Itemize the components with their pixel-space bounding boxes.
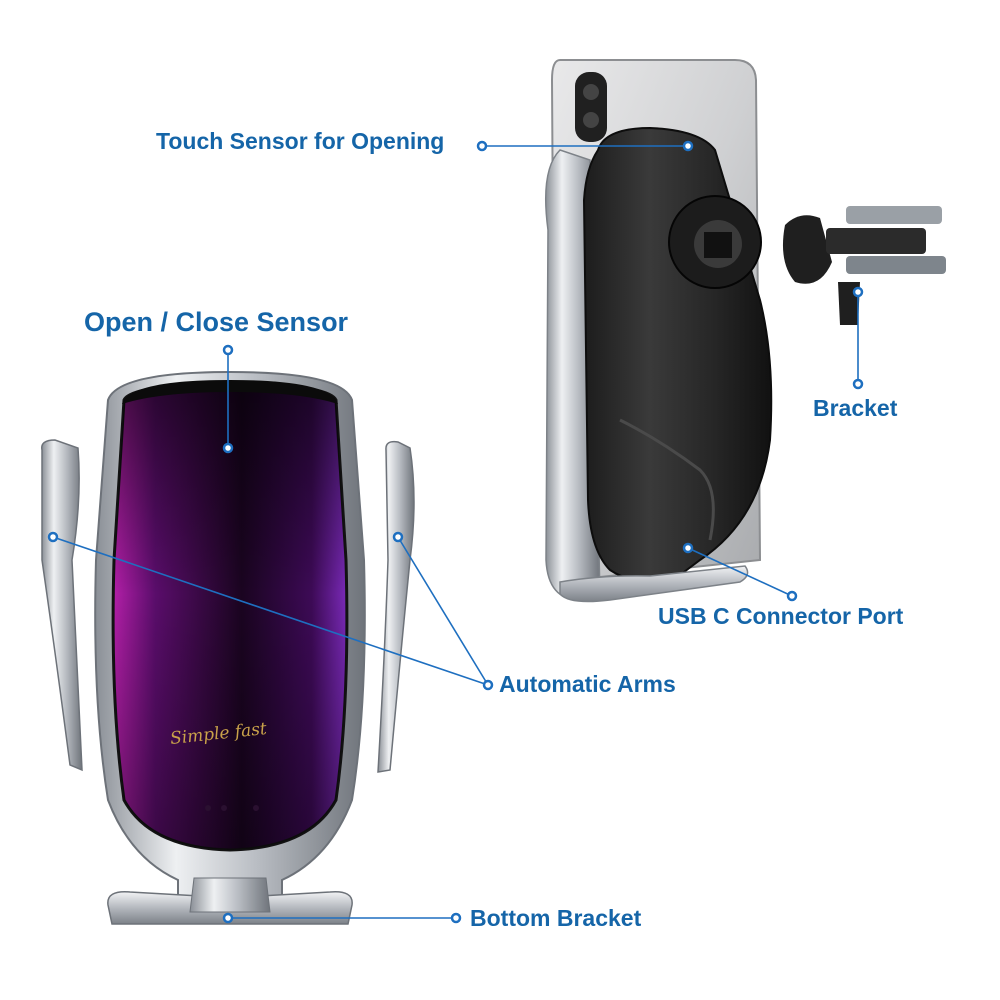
leader-arms-left bbox=[52, 536, 489, 686]
label-touch-sensor: Touch Sensor for Opening bbox=[156, 128, 445, 154]
left-product-image bbox=[41, 370, 415, 925]
marker-open-close-top bbox=[222, 344, 234, 356]
marker-bottom-left bbox=[222, 912, 234, 924]
right-product-image bbox=[544, 59, 946, 603]
left-automatic-arm bbox=[41, 439, 83, 772]
right-automatic-arm bbox=[377, 440, 415, 773]
detached-vent-bracket bbox=[782, 206, 946, 325]
marker-usb-top bbox=[682, 542, 694, 554]
ir-sensor-dots bbox=[205, 805, 211, 811]
marker-touch-right bbox=[682, 140, 694, 152]
marker-arms-left bbox=[47, 531, 59, 543]
marker-open-close-bottom bbox=[222, 442, 234, 454]
marker-bracket-bottom bbox=[852, 378, 864, 390]
marker-arms-right bbox=[392, 531, 404, 543]
marker-arms-join bbox=[482, 679, 494, 691]
marker-bottom-right bbox=[450, 912, 462, 924]
marker-usb-bottom bbox=[786, 590, 798, 602]
label-bottom-bracket: Bottom Bracket bbox=[470, 905, 642, 931]
right-bottom-support bbox=[559, 565, 749, 603]
marker-touch-left bbox=[476, 140, 488, 152]
label-bracket: Bracket bbox=[813, 395, 898, 421]
marker-bracket-top bbox=[852, 286, 864, 298]
label-usb-port: USB C Connector Port bbox=[658, 603, 904, 629]
label-automatic-arms: Automatic Arms bbox=[499, 671, 676, 697]
leader-arms-right bbox=[397, 536, 489, 686]
label-open-close-sensor: Open / Close Sensor bbox=[84, 307, 349, 337]
leader-usb bbox=[687, 547, 793, 597]
phone-camera-bump bbox=[575, 72, 607, 142]
